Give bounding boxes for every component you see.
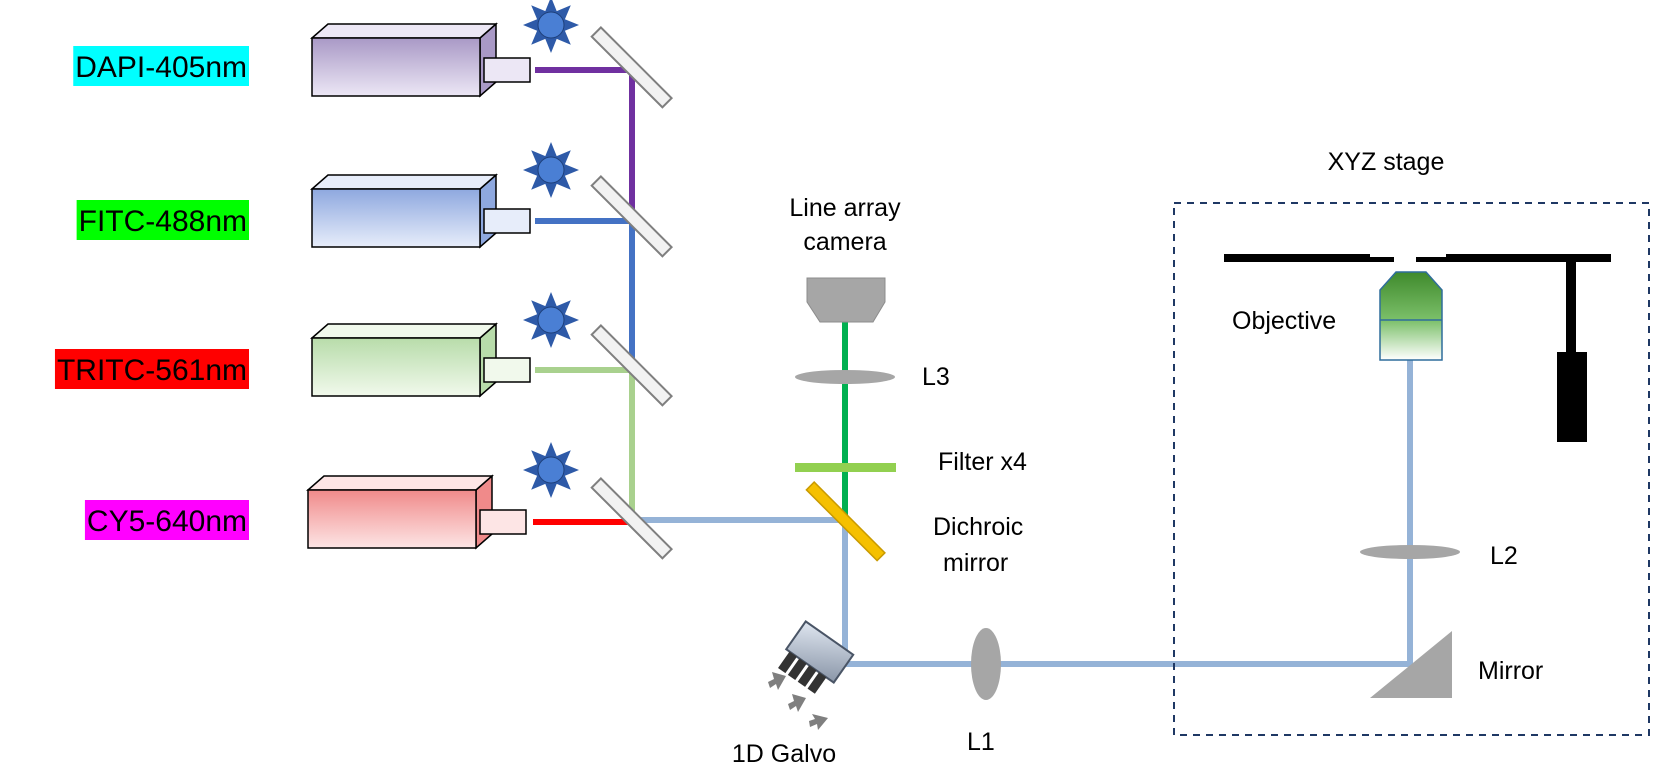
laser-body-icon bbox=[310, 174, 498, 190]
objective-icon bbox=[1379, 271, 1443, 361]
laser-2: TRITC-561nm bbox=[54, 322, 531, 398]
stage-plate bbox=[1224, 254, 1611, 442]
camera-icon bbox=[806, 277, 886, 323]
laser-nozzle-icon bbox=[483, 357, 531, 383]
dichroic-label-line2: mirror bbox=[943, 549, 1008, 577]
detection-path bbox=[795, 277, 896, 562]
lens-icon bbox=[795, 370, 895, 384]
starburst-core bbox=[537, 11, 565, 39]
laser-label: FITC-488nm bbox=[79, 205, 247, 238]
objective-label: Objective bbox=[1232, 307, 1336, 335]
laser-nozzle-icon bbox=[479, 509, 527, 535]
laser-label-background bbox=[84, 500, 249, 540]
starburst-core bbox=[537, 156, 565, 184]
laser-body-icon bbox=[310, 23, 498, 39]
laser-label: TRITC-561nm bbox=[57, 354, 247, 387]
l1-label: L1 bbox=[967, 728, 995, 756]
lens-l2-icon bbox=[1360, 545, 1460, 559]
laser-label-background bbox=[73, 46, 249, 86]
laser-0: DAPI-405nm bbox=[73, 22, 531, 98]
dichroic-label-line1: Dichroic bbox=[933, 513, 1023, 541]
filter-label: Filter x4 bbox=[938, 448, 1027, 476]
laser-nozzle-icon bbox=[483, 57, 531, 83]
filter-icon bbox=[795, 463, 896, 472]
camera-label-line2: camera bbox=[803, 228, 886, 256]
laser-body-icon bbox=[306, 475, 494, 491]
mirror-label: Mirror bbox=[1478, 657, 1543, 685]
scan-direction-arrows bbox=[768, 672, 828, 730]
stage-label: XYZ stage bbox=[1328, 148, 1445, 176]
camera-label-line1: Line array bbox=[789, 194, 901, 222]
mirror-prism-icon bbox=[1370, 631, 1452, 698]
laser-body-icon bbox=[307, 489, 477, 549]
beam-splitter-icon bbox=[590, 323, 674, 407]
combined-beam-to-dichroic bbox=[632, 360, 1413, 667]
l2-label: L2 bbox=[1490, 542, 1518, 570]
laser-body-icon bbox=[311, 37, 481, 97]
laser-3: CY5-640nm bbox=[84, 474, 527, 550]
laser-body-icon bbox=[311, 188, 481, 248]
beam-splitter-icon bbox=[590, 174, 674, 258]
laser-label: CY5-640nm bbox=[87, 505, 247, 538]
starburst-core bbox=[537, 306, 565, 334]
component-labels: Line array camera L3 Filter x4 Dichroic … bbox=[732, 148, 1543, 768]
galvo-label: 1D Galvo bbox=[732, 740, 836, 768]
laser-label-background bbox=[54, 349, 249, 389]
laser-1: FITC-488nm bbox=[76, 173, 531, 249]
starburst-core bbox=[537, 456, 565, 484]
laser-body-icon bbox=[311, 337, 481, 397]
laser-label-background bbox=[76, 200, 249, 240]
laser-body-icon bbox=[310, 323, 498, 339]
beam-splitter-icon bbox=[590, 25, 674, 109]
laser-nozzle-icon bbox=[483, 208, 531, 234]
starbursts bbox=[523, 0, 579, 498]
dichroic-mirror-icon bbox=[805, 481, 886, 562]
xyz-stage-boundary bbox=[1173, 202, 1650, 736]
lens-l1-icon bbox=[971, 628, 1001, 700]
beam-splitters bbox=[590, 25, 674, 560]
beam-splitter-icon bbox=[590, 476, 674, 560]
laser-label: DAPI-405nm bbox=[75, 51, 247, 84]
galvo-scanner-icon bbox=[778, 620, 855, 694]
l3-label: L3 bbox=[922, 363, 950, 391]
